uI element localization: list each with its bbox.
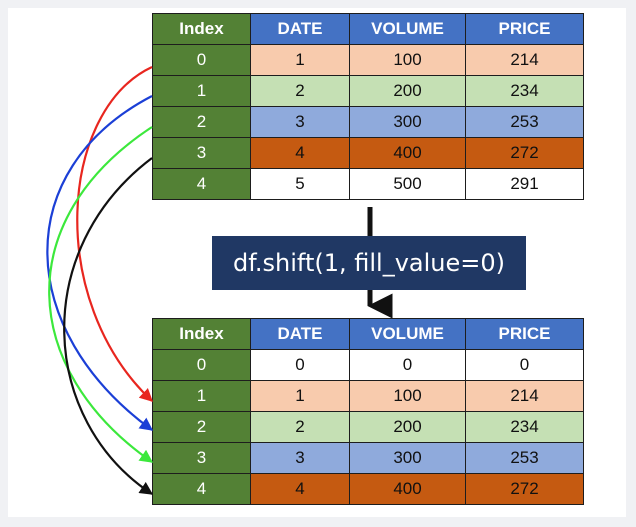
shift-arrow-row-2 <box>48 126 154 463</box>
price-cell: 234 <box>465 411 584 443</box>
table-row: 4 4 400 272 <box>152 473 584 505</box>
table-row: 1 2 200 234 <box>152 75 584 107</box>
price-cell: 272 <box>465 137 584 169</box>
shifted-dataframe-table: Index DATE VOLUME PRICE 0 0 0 0 1 1 100 … <box>152 318 584 505</box>
table-row: 1 1 100 214 <box>152 380 584 412</box>
volume-header: VOLUME <box>349 318 466 350</box>
index-cell: 0 <box>152 44 251 76</box>
price-cell: 291 <box>465 168 584 200</box>
index-header: Index <box>152 13 251 45</box>
table-row: 3 4 400 272 <box>152 137 584 169</box>
price-cell: 234 <box>465 75 584 107</box>
price-header: PRICE <box>465 318 584 350</box>
table-row: 2 3 300 253 <box>152 106 584 138</box>
price-header: PRICE <box>465 13 584 45</box>
volume-cell: 100 <box>349 44 466 76</box>
date-cell: 3 <box>250 106 350 138</box>
shift-code-label: df.shift(1, fill_value=0) <box>212 236 526 290</box>
volume-cell: 0 <box>349 349 466 381</box>
date-cell: 2 <box>250 411 350 443</box>
table-row: 2 2 200 234 <box>152 411 584 443</box>
original-dataframe-table: Index DATE VOLUME PRICE 0 1 100 214 1 2 … <box>152 13 584 200</box>
volume-cell: 300 <box>349 442 466 474</box>
index-cell: 1 <box>152 75 251 107</box>
index-cell: 3 <box>152 442 251 474</box>
table-row: 3 3 300 253 <box>152 442 584 474</box>
date-cell: 0 <box>250 349 350 381</box>
shift-arrow-row-3 <box>63 157 154 495</box>
volume-cell: 200 <box>349 75 466 107</box>
shift-arrow-row-1 <box>46 95 154 431</box>
price-cell: 272 <box>465 473 584 505</box>
date-cell: 5 <box>250 168 350 200</box>
index-cell: 3 <box>152 137 251 169</box>
price-cell: 214 <box>465 44 584 76</box>
shift-arrow-row-0 <box>76 66 153 402</box>
date-header: DATE <box>250 13 350 45</box>
table-row: 0 0 0 0 <box>152 349 584 381</box>
price-cell: 0 <box>465 349 584 381</box>
date-cell: 4 <box>250 137 350 169</box>
date-cell: 3 <box>250 442 350 474</box>
volume-cell: 500 <box>349 168 466 200</box>
index-cell: 4 <box>152 168 251 200</box>
price-cell: 253 <box>465 442 584 474</box>
index-cell: 1 <box>152 380 251 412</box>
volume-cell: 400 <box>349 137 466 169</box>
header-row: Index DATE VOLUME PRICE <box>152 13 584 45</box>
index-cell: 2 <box>152 411 251 443</box>
price-cell: 214 <box>465 380 584 412</box>
date-cell: 4 <box>250 473 350 505</box>
index-header: Index <box>152 318 251 350</box>
table-row: 4 5 500 291 <box>152 168 584 200</box>
volume-header: VOLUME <box>349 13 466 45</box>
volume-cell: 400 <box>349 473 466 505</box>
volume-cell: 300 <box>349 106 466 138</box>
